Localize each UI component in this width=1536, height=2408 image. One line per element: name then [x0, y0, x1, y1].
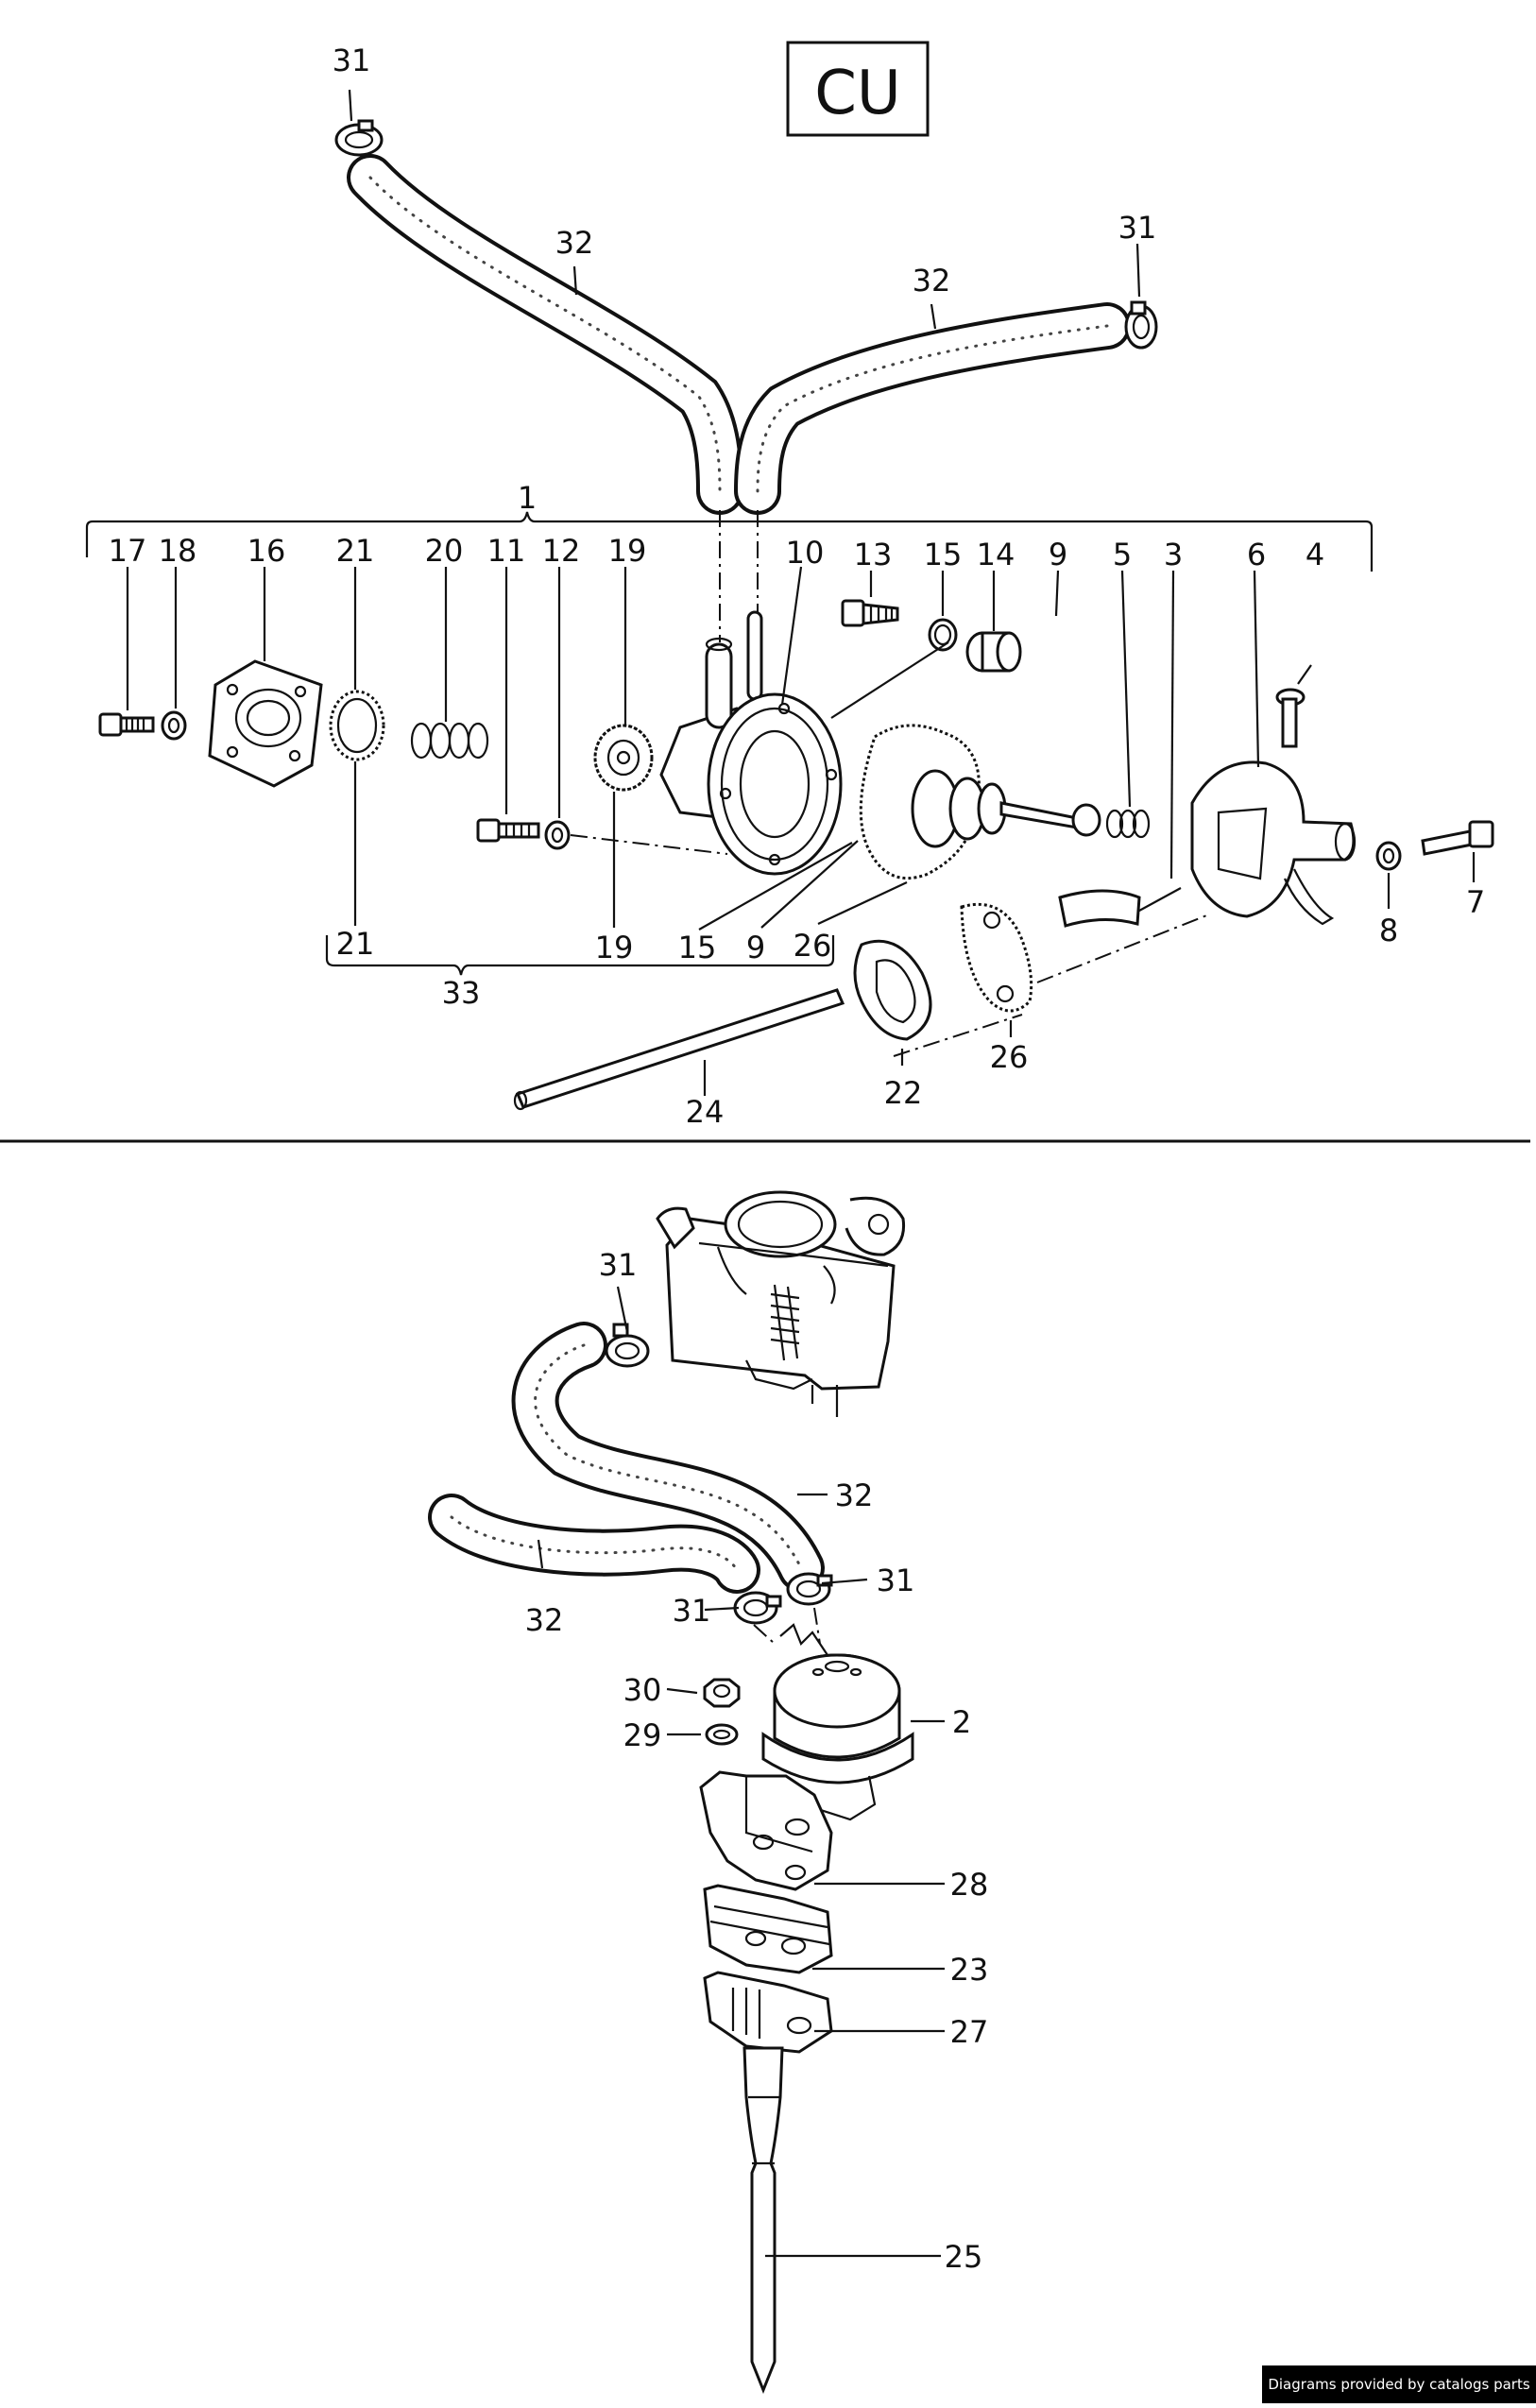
label-30: 30 [623, 1672, 662, 1708]
label-23: 23 [950, 1952, 989, 1988]
label-31: 31 [1118, 210, 1157, 246]
part-25-push-rod [742, 2046, 784, 2395]
part-13-filter-screen [841, 599, 899, 627]
part-14-plug [965, 631, 1022, 673]
label-27: 27 [950, 2014, 989, 2050]
label-13: 13 [854, 537, 893, 572]
label-26: 26 [794, 928, 832, 964]
lower-hose-32-right [511, 1322, 825, 1592]
hose-clip-31-top-right [1124, 300, 1158, 350]
label-18: 18 [159, 533, 197, 569]
label-28: 28 [950, 1867, 989, 1903]
label-21: 21 [336, 533, 375, 569]
part-19-valve [593, 724, 654, 792]
label-7: 7 [1466, 884, 1485, 920]
part-10-pump-upper-housing [659, 610, 843, 876]
part-27-gasket [703, 1971, 833, 2054]
label-1: 1 [518, 480, 537, 516]
label-26: 26 [990, 1039, 1029, 1075]
lower-leader-lines [537, 1286, 945, 2258]
part-16-cover [208, 659, 323, 788]
lower-hose-32-left [428, 1494, 760, 1594]
lower-clip-31-right [786, 1572, 833, 1606]
label-31: 31 [673, 1593, 711, 1629]
label-32: 32 [835, 1477, 874, 1513]
label-25: 25 [945, 2239, 983, 2275]
label-8: 8 [1379, 913, 1398, 948]
label-33: 33 [442, 975, 481, 1011]
label-16: 16 [247, 533, 286, 569]
hose-clip-31-top-left [334, 119, 384, 157]
label-5: 5 [1113, 537, 1132, 572]
label-21: 21 [336, 926, 375, 962]
label-32: 32 [555, 225, 594, 261]
label-32: 32 [913, 263, 951, 299]
label-11: 11 [487, 533, 526, 569]
part-2-fuel-pump [761, 1623, 914, 1821]
code-box-frame [786, 41, 930, 137]
upper-leader-lines [126, 89, 1476, 1096]
label-17: 17 [109, 533, 147, 569]
part-9-diaphragm [859, 724, 1079, 880]
part-6-pump-lower-housing [1190, 760, 1357, 926]
part-11-screw [476, 818, 540, 843]
label-15: 15 [924, 537, 963, 572]
part-26-gasket [960, 902, 1033, 1013]
label-20: 20 [425, 533, 464, 569]
label-32: 32 [525, 1602, 564, 1638]
label-4: 4 [1306, 537, 1324, 572]
credit-badge: Diagrams provided by catalogs parts [1262, 2365, 1536, 2403]
label-9: 9 [746, 930, 765, 965]
label-15: 15 [678, 930, 717, 965]
part-18-spring-washer [161, 710, 187, 741]
label-3: 3 [1164, 537, 1183, 572]
part-4-screw [1275, 688, 1306, 748]
bracket-repair-kit-33 [325, 935, 835, 976]
part-5-spring [1071, 803, 1151, 839]
label-19: 19 [608, 533, 647, 569]
part-7-bolt [1421, 820, 1494, 856]
upper-right-fuel-hose [734, 302, 1131, 515]
label-31: 31 [333, 43, 371, 78]
part-12-spring-washer [544, 820, 571, 850]
label-24: 24 [686, 1094, 725, 1130]
part-3-rocker-arm [1058, 887, 1182, 928]
part-20-spring [410, 722, 489, 760]
part-29-spring-washer [705, 1723, 739, 1746]
region-code-box: CU [786, 41, 930, 137]
part-30-nut [703, 1678, 741, 1708]
label-9: 9 [1049, 537, 1067, 572]
lower-clip-31-left [733, 1591, 782, 1625]
part-17-screw [98, 712, 155, 737]
label-22: 22 [884, 1075, 923, 1111]
label-12: 12 [542, 533, 581, 569]
label-2: 2 [952, 1704, 971, 1740]
part-28-flange [699, 1770, 833, 1891]
label-31: 31 [877, 1563, 915, 1598]
credit-text: Diagrams provided by catalogs parts [1268, 2376, 1530, 2393]
label-14: 14 [977, 537, 1015, 572]
bracket-assembly-1 [85, 511, 1374, 572]
part-24-push-rod [513, 988, 845, 1111]
part-22-intermediate-flange [853, 939, 932, 1041]
callout-labels: 31 32 32 31 1 17 18 16 21 20 11 12 19 10… [109, 43, 1486, 2275]
part-23-insulating-flange [703, 1884, 833, 1974]
code-box-text: CU [814, 59, 901, 128]
part-15-seal-ring [928, 618, 958, 652]
label-6: 6 [1247, 537, 1266, 572]
label-31: 31 [599, 1247, 638, 1283]
label-29: 29 [623, 1717, 662, 1753]
part-21-gasket [329, 690, 385, 761]
part-8-spring-washer [1375, 841, 1402, 871]
carburetor-assembly [656, 1190, 906, 1417]
label-19: 19 [595, 930, 634, 965]
upper-left-fuel-hose [347, 154, 743, 515]
label-10: 10 [786, 535, 825, 571]
